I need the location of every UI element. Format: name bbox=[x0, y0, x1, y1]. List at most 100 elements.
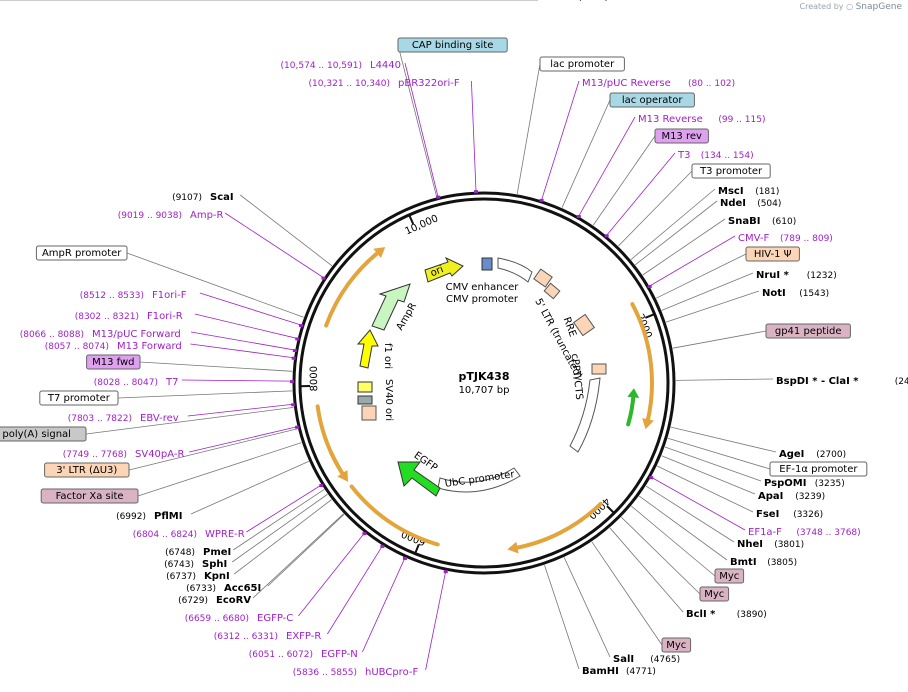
snapgene-logo-icon: ○ bbox=[846, 2, 854, 11]
label-position: (8057 .. 8074) bbox=[45, 342, 109, 352]
primer-site-mark bbox=[473, 190, 478, 194]
leader-line bbox=[404, 62, 439, 197]
label-leader-lines bbox=[0, 0, 777, 671]
label-position: (9107) bbox=[172, 193, 202, 203]
leader-line bbox=[199, 292, 302, 326]
label-myc: Myc bbox=[666, 640, 686, 651]
credit-brand: SnapGene bbox=[855, 2, 902, 12]
leader-line bbox=[232, 489, 325, 551]
primer-site-mark bbox=[321, 276, 326, 280]
label-nhei: NheI bbox=[737, 539, 763, 550]
cmv-enhancer-arrow bbox=[497, 257, 533, 283]
label-m13-fwd: M13 fwd bbox=[92, 357, 134, 368]
label-position: (6729) bbox=[178, 596, 208, 606]
label-position: (8066 .. 8088) bbox=[20, 330, 84, 340]
rev-arc-3 bbox=[349, 484, 440, 547]
primer-site-mark bbox=[290, 380, 295, 384]
label-egfp-n: EGFP-N bbox=[321, 649, 358, 660]
primer-site-mark bbox=[435, 195, 440, 199]
plasmid-name: pTJK438 bbox=[459, 370, 510, 383]
label-pbr322ori-f: pBR322ori-F bbox=[398, 78, 460, 89]
leader-line bbox=[298, 532, 365, 617]
label-box-cap-binding-site bbox=[397, 37, 508, 53]
label-m13-reverse: M13 Reverse bbox=[638, 114, 703, 125]
label-afei: AfeI bbox=[541, 0, 564, 3]
label-box-ef-1-promoter bbox=[769, 461, 868, 477]
primer-site-mark bbox=[647, 284, 652, 288]
label-box-factor-xa-site bbox=[40, 488, 139, 504]
label-t3: T3 bbox=[677, 150, 690, 161]
label-egfp-c: EGFP-C bbox=[257, 613, 293, 624]
label-box-m13-fwd bbox=[86, 354, 141, 370]
label-t3-promoter: T3 promoter bbox=[699, 166, 763, 177]
primer-site-mark bbox=[295, 337, 300, 341]
label-box-gp41-peptide bbox=[765, 323, 851, 339]
hiv-psi-box bbox=[543, 282, 561, 300]
leader-line bbox=[233, 499, 332, 575]
leader-line bbox=[621, 516, 701, 595]
label-pmei: PmeI bbox=[203, 547, 231, 558]
label-position: (10,321 .. 10,340) bbox=[309, 79, 390, 89]
label-3-ltr-u3: 3' LTR (ΔU3) bbox=[56, 465, 117, 476]
feature-sv40-ori: SV40 ori bbox=[383, 379, 394, 421]
leader-line bbox=[591, 541, 663, 646]
label-position: (1543) bbox=[799, 289, 829, 299]
leader-line bbox=[649, 235, 736, 287]
label-factor-xa-site: Factor Xa site bbox=[56, 491, 124, 502]
leader-line bbox=[578, 116, 636, 217]
label-gp41-peptide: gp41 peptide bbox=[775, 326, 842, 337]
ef1a-promoter-arc-arrowhead bbox=[627, 388, 640, 398]
label-wpre-r: WPRE-R bbox=[205, 529, 245, 540]
label-position: (3239) bbox=[795, 492, 825, 502]
label-ecorv: EcoRV bbox=[216, 595, 251, 606]
label-ef1a-f: EF1a-F bbox=[748, 527, 782, 538]
label-position: (4771) bbox=[626, 667, 656, 677]
leader-line bbox=[224, 212, 324, 278]
rev-arc-6-arrowhead bbox=[337, 470, 349, 482]
leader-line bbox=[126, 252, 304, 318]
leader-line bbox=[635, 200, 718, 266]
label-m13-puc-forward: M13/pUC Forward bbox=[92, 329, 181, 340]
snapgene-credit: Created by ○ SnapGene bbox=[800, 2, 903, 12]
leader-line bbox=[665, 290, 760, 323]
leader-line bbox=[190, 331, 295, 351]
label-box-myc bbox=[661, 637, 692, 653]
label-position: (6737) bbox=[166, 572, 196, 582]
f1-ori-arrow bbox=[356, 329, 379, 369]
label-position: (610) bbox=[772, 217, 796, 227]
label-position: (789 .. 809) bbox=[780, 234, 833, 244]
leader-line bbox=[541, 80, 580, 200]
label-pflmi: PflMI bbox=[154, 511, 182, 522]
label-nrui: NruI * bbox=[756, 270, 790, 281]
leader-line bbox=[252, 513, 344, 599]
tick-label: 8000 bbox=[309, 366, 320, 392]
rre-box bbox=[572, 313, 596, 337]
label-position: (7803 .. 7822) bbox=[68, 414, 132, 424]
leader-line bbox=[631, 505, 716, 577]
label-box-3-ltr-u3 bbox=[44, 462, 130, 478]
label-ebv-rev: EBV-rev bbox=[140, 413, 179, 424]
label-position: (1232) bbox=[807, 271, 837, 281]
primer-site-mark bbox=[292, 349, 297, 353]
label-position: (10,574 .. 10,591) bbox=[281, 61, 362, 71]
cap-site-mark bbox=[481, 257, 493, 271]
leader-line bbox=[471, 80, 477, 192]
leader-line bbox=[231, 493, 328, 563]
label-box-ampr-promoter bbox=[35, 245, 128, 261]
label-box-hiv-1 bbox=[745, 246, 800, 262]
label-position: (99 .. 115) bbox=[718, 115, 765, 125]
primer-site-mark bbox=[319, 484, 324, 488]
leader-line bbox=[190, 343, 294, 359]
leader-line bbox=[181, 379, 293, 382]
label-position: (2700) bbox=[816, 450, 846, 460]
label-position: (6743) bbox=[164, 560, 194, 570]
label-bcli: BclI * bbox=[686, 609, 716, 620]
label-hubcpro-f: hUBCpro-F bbox=[365, 667, 418, 678]
egfp-arrow bbox=[397, 461, 441, 497]
leader-line bbox=[592, 135, 656, 226]
ltr3-box bbox=[361, 405, 377, 421]
label-exfp-r: EXFP-R bbox=[286, 631, 321, 642]
label-ndei: NdeI bbox=[720, 198, 746, 209]
tick-mark bbox=[644, 313, 655, 319]
rev-arc-1-arrowhead bbox=[642, 418, 654, 430]
